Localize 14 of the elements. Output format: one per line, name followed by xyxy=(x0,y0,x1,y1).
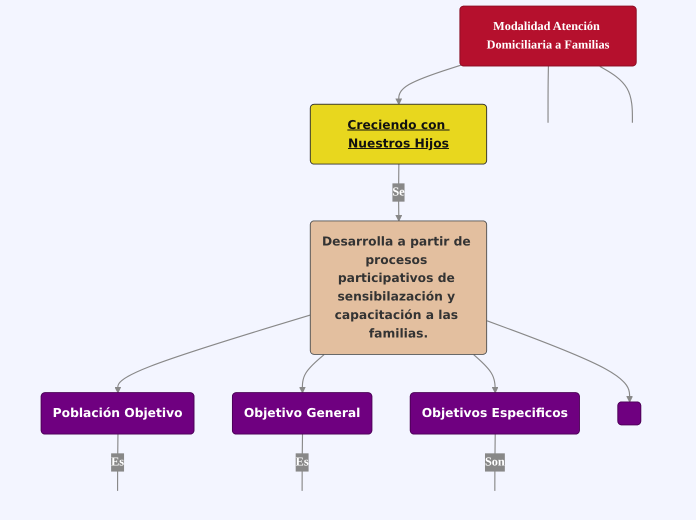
connector xyxy=(494,434,496,491)
arrow xyxy=(473,354,498,394)
arrow xyxy=(486,320,633,403)
edge-label: Son xyxy=(484,456,504,469)
connector xyxy=(116,434,118,491)
connector xyxy=(599,66,633,123)
arrow xyxy=(298,354,324,394)
arrow xyxy=(114,314,311,394)
edge-label: Se xyxy=(392,186,404,199)
edge-label: Es xyxy=(110,456,124,469)
arrow xyxy=(395,64,462,105)
edge-label: Es xyxy=(295,456,308,469)
connector xyxy=(301,434,303,491)
connector xyxy=(547,66,549,123)
